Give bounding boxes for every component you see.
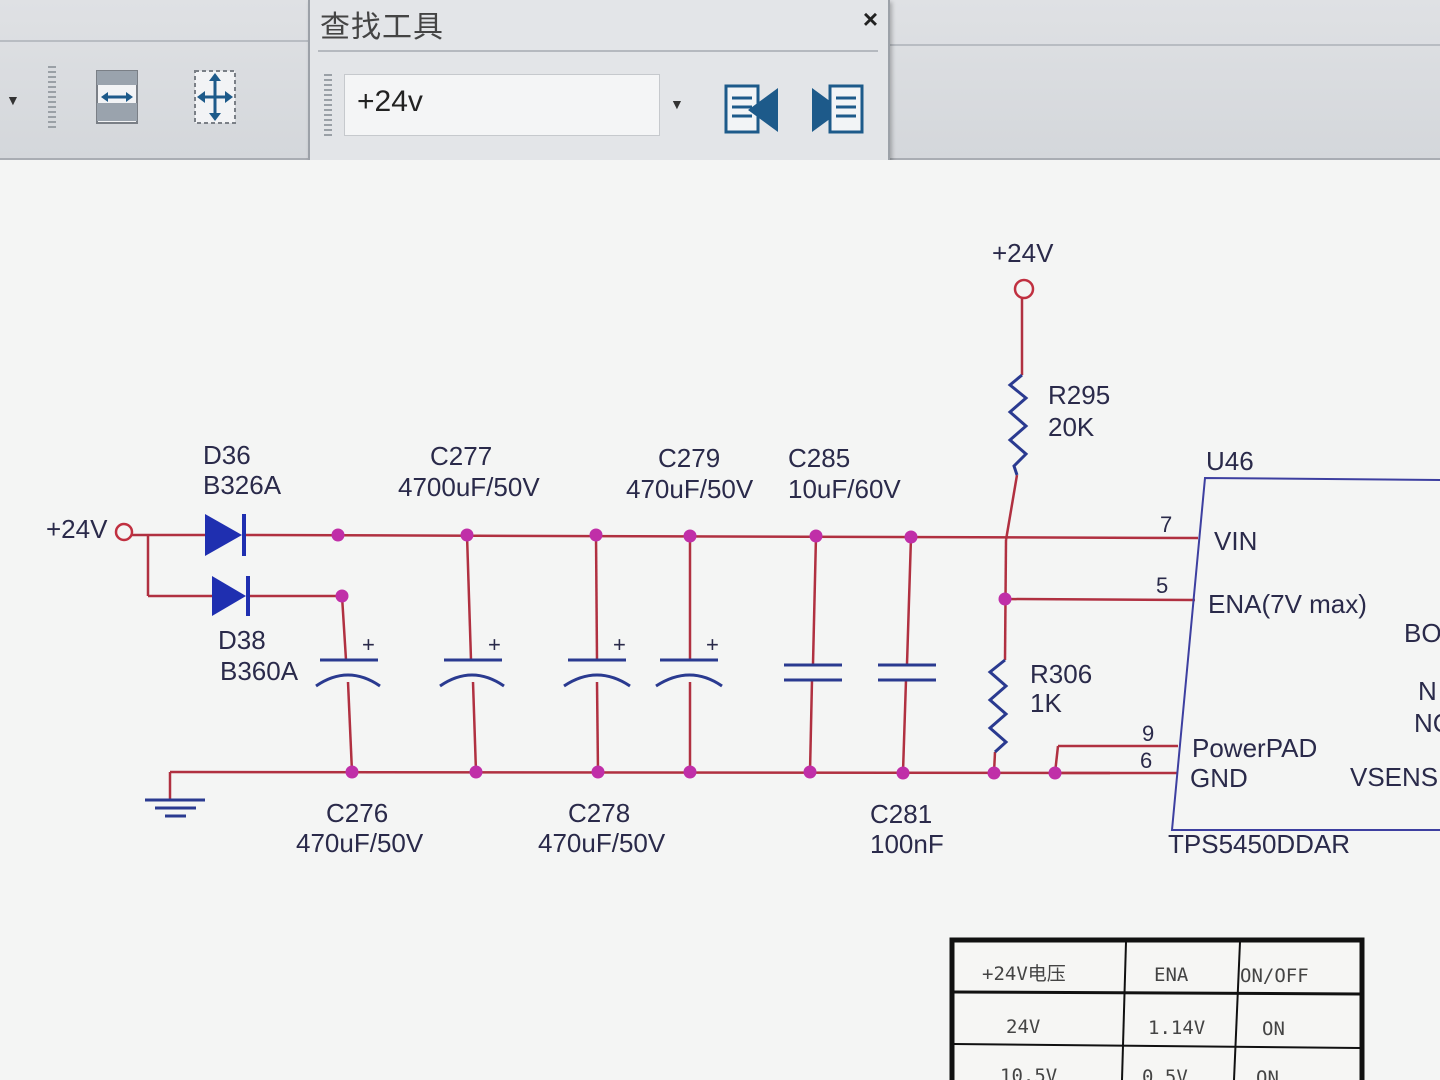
table-header-onoff: ON/OFF — [1240, 965, 1309, 987]
fit-width-icon — [96, 70, 138, 124]
schematic-canvas[interactable]: + + + + +24V +24V D36 B326A D38 B360A C2… — [0, 160, 1440, 1080]
c277-ref: C277 — [430, 441, 492, 471]
find-next-button[interactable] — [806, 80, 872, 145]
pin-6-number: 6 — [1140, 748, 1152, 773]
d36-ref: D36 — [203, 440, 251, 470]
r295-ref: R295 — [1048, 380, 1110, 410]
find-next-icon — [812, 84, 864, 134]
c278-ref: C278 — [568, 798, 630, 828]
c281-ref: C281 — [870, 799, 932, 829]
pin-vin-label: VIN — [1214, 526, 1257, 556]
fit-all-button[interactable] — [188, 66, 242, 128]
d38-value: B360A — [220, 656, 299, 686]
r306-ref: R306 — [1030, 659, 1092, 689]
table-cell: 1.14V — [1148, 1017, 1205, 1039]
dropdown-arrow-icon[interactable]: ▼ — [6, 92, 20, 108]
ic-part-number: TPS5450DDAR — [1168, 829, 1350, 859]
c279-value: 470uF/50V — [626, 474, 754, 504]
find-tool-divider — [318, 50, 878, 52]
plus-marks: + + + + — [362, 632, 719, 657]
diode-d38-symbol — [212, 576, 250, 616]
c285-value: 10uF/60V — [788, 474, 901, 504]
table-header-voltage: +24V电压 — [982, 963, 1066, 985]
toolbar-divider — [0, 40, 320, 42]
svg-text:+: + — [488, 632, 501, 657]
svg-text:+: + — [706, 632, 719, 657]
table-cell: ON — [1256, 1067, 1279, 1080]
fit-width-button[interactable] — [90, 66, 144, 128]
d38-ref: D38 — [218, 625, 266, 655]
schematic-drawing: + + + + +24V +24V D36 B326A D38 B360A C2… — [46, 238, 1440, 1080]
c276-value: 470uF/50V — [296, 828, 424, 858]
pin-ena-label: ENA(7V max) — [1208, 589, 1367, 619]
components — [145, 373, 1440, 831]
c277-value: 4700uF/50V — [398, 472, 540, 502]
find-tool-window: 查找工具 × +24v ▼ — [308, 0, 890, 162]
r306-value: 1K — [1030, 688, 1062, 718]
power-in-label: +24V — [46, 514, 108, 544]
pin-bo-label: BO — [1404, 618, 1440, 648]
chevron-down-icon[interactable]: ▼ — [670, 96, 684, 112]
pin-7-number: 7 — [1160, 512, 1172, 537]
power-port-in — [114, 522, 134, 542]
pin-vsens-label: VSENS — [1350, 762, 1438, 792]
enable-voltage-table: +24V电压 ENA ON/OFF 24V 1.14V ON 10.5V 0.5… — [949, 937, 1365, 1080]
toolbar-grip[interactable] — [48, 66, 56, 130]
d36-value: B326A — [203, 470, 282, 500]
pin-nc-label: NC — [1414, 708, 1440, 738]
table-header-ena: ENA — [1154, 964, 1189, 986]
c278-value: 470uF/50V — [538, 828, 666, 858]
r295-value: 20K — [1048, 412, 1095, 442]
c285-ref: C285 — [788, 443, 850, 473]
ic-ref: U46 — [1206, 446, 1254, 476]
table-cell: ON — [1262, 1018, 1285, 1040]
c276-ref: C276 — [326, 798, 388, 828]
wires — [132, 298, 1199, 800]
pin-n-label: N — [1418, 676, 1437, 706]
c279-ref: C279 — [658, 443, 720, 473]
find-tool-grip[interactable] — [324, 74, 332, 136]
find-previous-icon — [724, 84, 778, 134]
svg-text:+: + — [362, 632, 375, 657]
junction-dots — [331, 528, 1062, 780]
svg-text:+: + — [613, 632, 626, 657]
find-tool-title: 查找工具 — [320, 10, 444, 45]
power-top-label: +24V — [992, 238, 1054, 268]
pin-gnd-label: GND — [1190, 763, 1248, 793]
toolbar-divider-right — [885, 44, 1440, 46]
diode-d36-symbol — [205, 514, 246, 556]
fit-all-icon — [194, 70, 236, 124]
find-search-input[interactable]: +24v — [344, 74, 660, 136]
pin-9-number: 9 — [1142, 721, 1154, 746]
pin-powerpad-label: PowerPAD — [1192, 733, 1317, 763]
table-cell: 24V — [1006, 1016, 1040, 1038]
pin-5-number: 5 — [1156, 573, 1168, 598]
table-cell: 0.5V — [1142, 1066, 1188, 1080]
power-port-top — [1013, 278, 1035, 300]
c281-value: 100nF — [870, 829, 944, 859]
table-cell: 10.5V — [1000, 1065, 1057, 1080]
close-icon[interactable]: × — [862, 4, 878, 34]
find-previous-button[interactable] — [718, 80, 784, 145]
